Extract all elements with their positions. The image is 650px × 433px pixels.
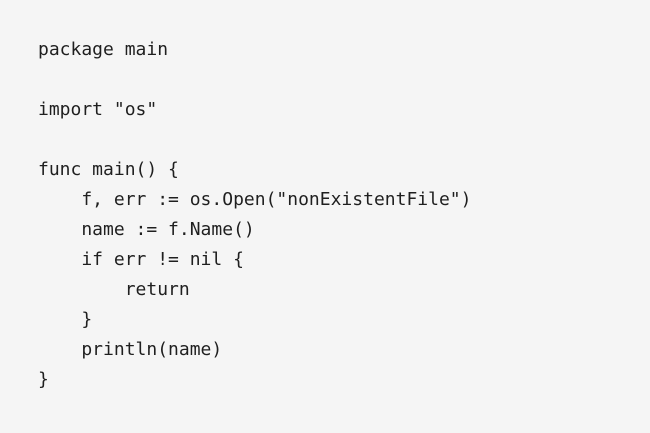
- code-line-name-assignment: name := f.Name(): [38, 219, 255, 240]
- code-line-blank: [38, 125, 471, 155]
- code-line-if-error: if err != nil {: [38, 249, 244, 270]
- code-line-open-file: f, err := os.Open("nonExistentFile"): [38, 189, 472, 210]
- code-line-package: package main: [38, 39, 169, 60]
- code-line-if-close: }: [38, 309, 93, 330]
- code-block: package main import "os" func main() { f, …: [38, 35, 471, 395]
- code-line-import: import "os": [38, 99, 158, 120]
- code-line-func-close: }: [38, 369, 49, 390]
- code-line-println: println(name): [38, 339, 223, 360]
- code-line-func-main: func main() {: [38, 159, 179, 180]
- code-line-blank: [38, 65, 471, 95]
- code-line-return: return: [38, 279, 190, 300]
